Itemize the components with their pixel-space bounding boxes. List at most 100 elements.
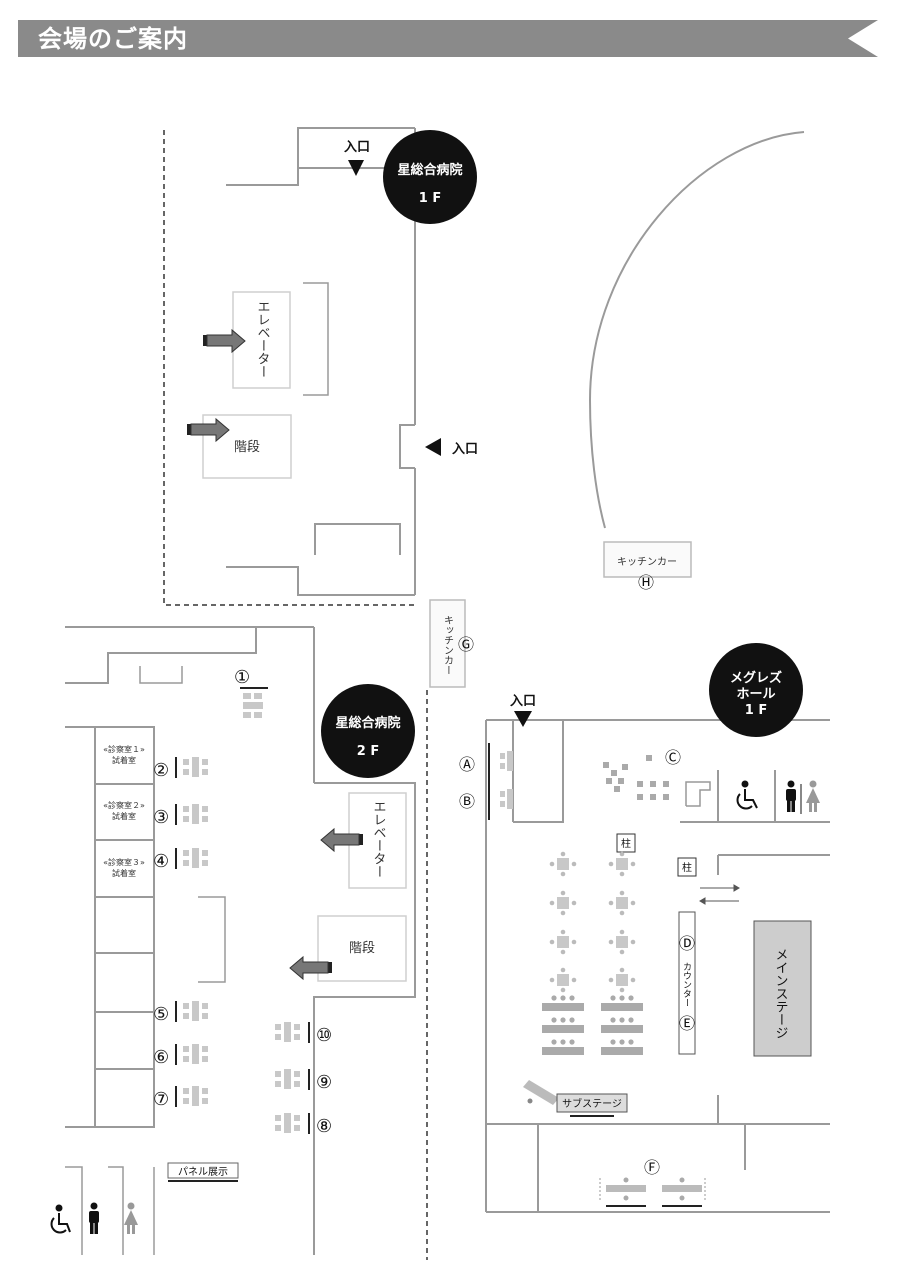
wheelchair-icon [50,1204,71,1234]
svg-text:星総合病院: 星総合病院 [335,715,400,731]
entrance-triangle-icon [514,711,532,727]
booth-6: ⑥ [153,1044,208,1068]
pillar-1: 柱 [616,833,636,853]
mark-f: Ⓕ [644,1158,660,1177]
male-restroom-icon [89,1202,99,1234]
mark-d: Ⓓ [679,934,695,953]
long-table [542,1039,584,1055]
sub-stage: サブステージ [523,1080,628,1117]
long-table [601,995,643,1011]
svg-text:1 F: 1 F [745,703,767,718]
booth-1-label: ① [234,667,250,688]
seat-group [549,890,577,916]
arrow-left-icon [289,955,332,981]
entrance-side-label: 入口 [452,442,478,457]
elevator-left-label: エレベーター [371,800,387,878]
kitchen-car-g: キッチンカー [429,599,466,688]
svg-text:メインステージ: メインステージ [773,948,788,1039]
booth-column-right: ⑩ ⑨ ⑧ [275,1022,332,1137]
mark-b: Ⓑ [459,792,475,811]
seat-group [549,851,577,877]
room-2-line2: 試着室 [112,811,136,821]
wheelchair-icon [736,780,758,810]
booth-column-left: ② ③ ④ ⑤ ⑥ ⑦ [153,757,208,1110]
svg-text:メグレズ: メグレズ [730,670,782,686]
entrance-triangle-icon [348,160,364,176]
booth-2-label: ② [153,760,169,781]
booth-10: ⑩ [275,1022,332,1046]
kitchen-car-h: キッチンカー [603,541,692,578]
f-area-tables [599,1177,706,1207]
page-title: 会場のご案内 [38,25,188,53]
booth-10-label: ⑩ [316,1025,332,1046]
seat-group [549,967,577,993]
hospital-1f-badge: 星総合病院 1 F [383,130,477,224]
svg-text:ホール: ホール [736,687,775,702]
room-1-line2: 試着室 [112,755,136,765]
mark-c: Ⓒ [665,748,681,767]
stairs-left-label: 階段 [349,941,375,956]
stairs-top-label: 階段 [234,440,260,455]
female-restroom-icon [124,1202,138,1234]
mark-a: Ⓐ [459,755,475,774]
elevator-top-label: エレベーター [255,300,271,378]
booth-3: ③ [153,804,208,828]
long-table [542,1017,584,1033]
male-restroom-icon [786,780,796,812]
header-band [18,20,878,57]
booth-9: ⑨ [275,1069,332,1093]
entrance-triangle-icon [425,438,441,456]
building-top [163,127,416,606]
booth-3-label: ③ [153,807,169,828]
long-table [542,995,584,1011]
flow-arrows [699,884,740,905]
room-2-line1: «診察室２» [103,800,145,810]
seat-group [608,890,636,916]
svg-text:カウンター: カウンター [681,962,692,1007]
room-3-line1: «診察室３» [103,857,145,867]
svg-text:キッチンカー: キッチンカー [617,556,677,568]
hall-corner-post [685,781,711,807]
arrow-right-icon [187,417,230,443]
seating-area [542,851,643,1055]
kitchen-g-mark: Ⓖ [458,635,474,654]
booth-5: ⑤ [153,1001,208,1025]
booth-6-label: ⑥ [153,1047,169,1068]
booth-9-label: ⑨ [316,1072,332,1093]
svg-text:パネル展示: パネル展示 [178,1166,228,1178]
room-1-line1: «診察室１» [103,744,145,754]
svg-text:1 F: 1 F [419,191,441,206]
long-table [601,1039,643,1055]
pillar-2: 柱 [677,857,697,877]
entrance-top-label: 入口 [344,140,370,155]
svg-text:柱: 柱 [682,861,692,874]
arrow-left-icon [320,827,363,853]
booth-1 [240,687,268,718]
booth-2: ② [153,757,208,781]
seat-group [608,929,636,955]
booth-8-label: ⑧ [316,1116,332,1137]
booth-5-label: ⑤ [153,1004,169,1025]
booth-8: ⑧ [275,1113,332,1137]
svg-text:サブステージ: サブステージ [562,1097,622,1110]
lounge-seating [603,755,669,800]
kitchen-h-mark: Ⓗ [638,573,654,592]
reception-desks [488,743,513,820]
reception-counter: カウンター [678,911,696,1055]
long-table [601,1017,643,1033]
mark-e: Ⓔ [679,1014,695,1033]
svg-text:2 F: 2 F [357,744,379,759]
seat-group [608,851,636,877]
arrow-right-icon [203,328,246,354]
svg-text:星総合病院: 星総合病院 [397,162,462,178]
seat-group [608,967,636,993]
seat-group [549,929,577,955]
building-left [65,626,416,1255]
main-stage: メインステージ [753,920,812,1057]
svg-text:キッチンカー: キッチンカー [442,615,453,675]
hall-entrance-label: 入口 [510,694,536,709]
booth-4-label: ④ [153,851,169,872]
panel-display: パネル展示 [167,1162,239,1182]
room-3-line2: 試着室 [112,868,136,878]
booth-7-label: ⑦ [153,1089,169,1110]
